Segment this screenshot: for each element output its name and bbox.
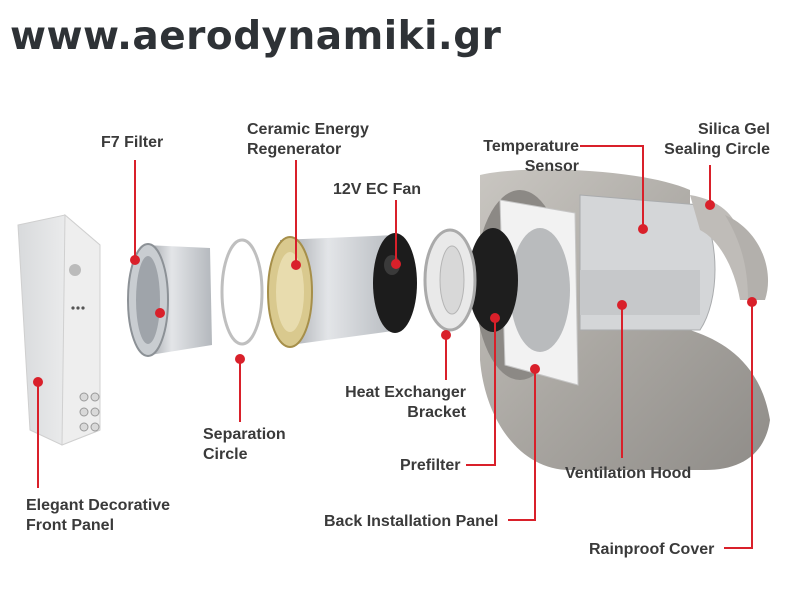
label-ec-fan: 12V EC Fan	[333, 181, 422, 198]
label-prefilter: Prefilter	[400, 457, 461, 474]
label-silica-gel-sealing-circle: Silica Gel Sealing Circle	[648, 120, 770, 160]
label-f7-filter: F7 Filter	[101, 134, 164, 151]
label-temperature-sensor: Temperature Sensor	[460, 137, 579, 177]
label-ceramic-line2: Regenerator	[247, 141, 342, 158]
back-installation-panel-illustration	[499, 199, 579, 386]
label-silica-line2: Sealing Circle	[664, 141, 770, 158]
label-silica-line1: Silica Gel	[697, 121, 770, 138]
label-heat-line1: Heat Exchanger	[345, 384, 466, 401]
label-front-line1: Elegant Decorative	[26, 497, 171, 514]
leader-dots	[33, 200, 757, 387]
site-url: www.aerodynamiki.gr	[10, 14, 502, 59]
separation-circle-illustration	[220, 238, 264, 346]
label-rainproof-cover: Rainproof Cover	[589, 541, 715, 558]
label-temperature-line1: Temperature	[483, 138, 579, 155]
label-ceramic-energy-regenerator: Ceramic Energy Regenerator	[247, 120, 369, 160]
heat-exchanger-bracket-illustration	[423, 228, 477, 332]
label-front-line2: Front Panel	[26, 517, 115, 534]
label-temperature-line2: Sensor	[524, 158, 579, 175]
ceramic-regenerator-illustration	[267, 235, 400, 348]
label-heat-exchanger-bracket: Heat Exchanger Bracket	[330, 383, 466, 423]
label-separation-line1: Separation	[203, 426, 286, 443]
label-ventilation-hood: Ventilation Hood	[565, 465, 692, 482]
label-elegant-decorative-front-panel: Elegant Decorative Front Panel	[26, 496, 170, 536]
front-panel-illustration	[17, 213, 101, 446]
label-separation-line2: Circle	[203, 446, 248, 463]
label-back-installation-panel: Back Installation Panel	[324, 513, 499, 530]
label-heat-line2: Bracket	[407, 404, 466, 421]
leader-lines	[37, 145, 753, 549]
f7-filter-illustration	[127, 243, 212, 357]
prefilter-illustration	[468, 228, 518, 332]
label-ceramic-line1: Ceramic Energy	[247, 121, 369, 138]
label-separation-circle: Separation Circle	[203, 425, 286, 465]
